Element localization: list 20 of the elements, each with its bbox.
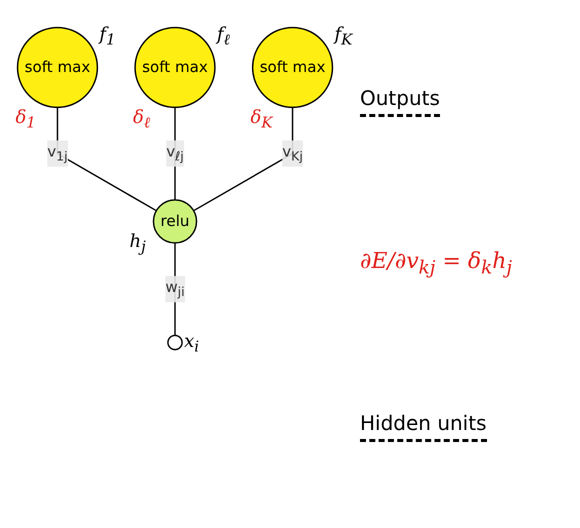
node-circle: soft max [134,26,216,108]
math-label: f$_{K}$ [334,24,352,48]
node-circle [167,334,183,350]
edge-label: w$_{ji}$ [165,278,185,300]
node-circle: soft max [252,26,334,108]
math-label: δ$_{K}$ [250,107,273,132]
layer-label: Hidden units [360,410,486,442]
math-label: h$_{j}$ [129,230,146,256]
math-label: x$_{i}$ [184,331,200,356]
edge-label: v$_{Kj}$ [282,142,303,164]
node-circle: soft max [16,26,98,108]
math-label: f$_{ℓ}$ [216,24,230,50]
node-circle: relu [152,199,198,244]
formula-label: ∂E/∂v$_{kj}$ = δ$_{k}$h$_{j}$ [360,249,512,279]
math-label: f$_{1}$ [99,24,116,48]
math-label: δ$_{1}$ [15,107,36,132]
edge-label: v$_{ℓj}$ [166,142,184,164]
layer-label: Outputs [360,86,440,118]
math-label: δ$_{ℓ}$ [133,107,150,133]
edge-label: v$_{1j}$ [47,142,68,164]
